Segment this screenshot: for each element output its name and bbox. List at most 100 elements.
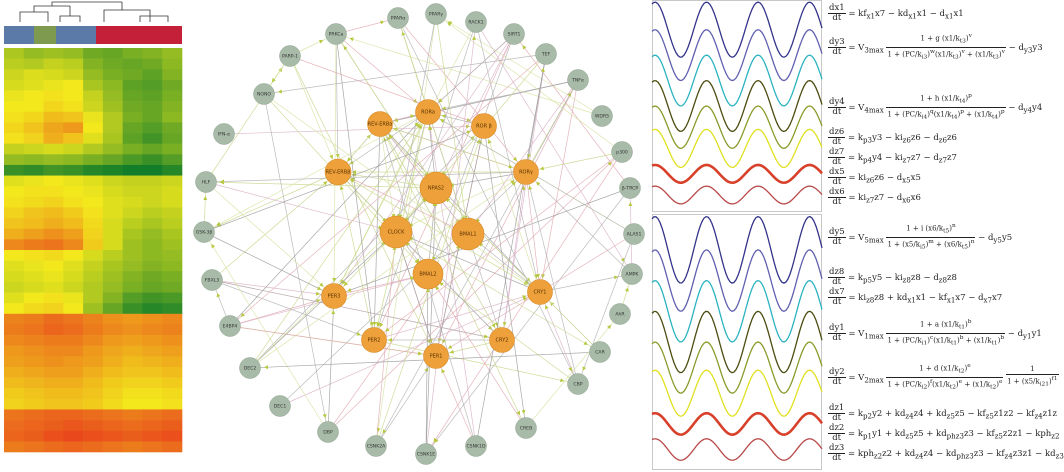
peripheral-node[interactable]: CBP bbox=[567, 373, 589, 395]
heatmap-cell bbox=[63, 58, 84, 70]
edge-arrowhead bbox=[539, 166, 545, 171]
core-node[interactable]: BMAL1 bbox=[451, 217, 485, 251]
dendrogram-branch bbox=[59, 6, 71, 22]
heatmap-cell bbox=[142, 58, 163, 70]
peripheral-node[interactable]: DBP bbox=[317, 421, 339, 443]
heatmap-cell bbox=[43, 175, 64, 187]
node-circle bbox=[489, 327, 515, 353]
heatmap-cell bbox=[63, 398, 84, 410]
core-node[interactable]: CRY1 bbox=[527, 279, 553, 305]
dendrogram-branch bbox=[103, 2, 123, 22]
peripheral-node[interactable]: p300 bbox=[611, 141, 633, 163]
peripheral-node[interactable]: HLF bbox=[195, 171, 217, 193]
peripheral-node[interactable]: PARP-1 bbox=[279, 45, 301, 67]
core-node[interactable]: PER2 bbox=[361, 327, 387, 353]
heatmap-cell bbox=[162, 164, 183, 176]
heatmap-cell bbox=[142, 324, 163, 336]
core-node[interactable]: RORa bbox=[415, 99, 441, 125]
network-edge bbox=[249, 125, 485, 369]
heatmap-cell bbox=[162, 111, 183, 123]
peripheral-node[interactable]: β-TRCP bbox=[619, 177, 641, 199]
heatmap-cell bbox=[43, 228, 64, 240]
network-edge bbox=[205, 181, 437, 189]
peripheral-node[interactable]: PPARγ bbox=[425, 3, 447, 25]
peripheral-node[interactable]: PRKCa bbox=[325, 23, 347, 45]
heatmap-cell bbox=[122, 250, 143, 261]
peripheral-node[interactable]: AhR bbox=[609, 303, 631, 325]
peripheral-node[interactable]: NONO bbox=[253, 83, 275, 105]
peripheral-node[interactable]: GSK-3β bbox=[193, 221, 215, 243]
heatmap-cell bbox=[142, 313, 163, 325]
core-node[interactable]: ROR β bbox=[471, 113, 497, 139]
heatmap-cell bbox=[83, 409, 104, 421]
peripheral-node[interactable]: DEC1 bbox=[269, 395, 291, 417]
heatmap-cell bbox=[4, 260, 25, 272]
dendrogram-branch bbox=[51, 1, 122, 6]
peripheral-node[interactable]: SIRT1 bbox=[503, 23, 525, 45]
heatmap-cell bbox=[142, 133, 163, 144]
core-node[interactable]: REV-ERBa bbox=[367, 111, 393, 137]
heatmap-cell bbox=[102, 420, 123, 432]
peripheral-node[interactable]: IFN-α bbox=[213, 123, 235, 145]
edge-arrowhead bbox=[349, 37, 354, 42]
node-label: TNFα bbox=[571, 78, 584, 84]
heatmap-cell bbox=[23, 101, 44, 113]
core-node[interactable]: NPAS2 bbox=[419, 171, 453, 205]
peripheral-node[interactable]: ALAS1 bbox=[623, 223, 645, 245]
peripheral-node[interactable]: TEF bbox=[535, 43, 557, 65]
heatmap-cell bbox=[63, 122, 84, 134]
peripheral-node[interactable]: RACK1 bbox=[465, 11, 487, 33]
node-label: BMAL1 bbox=[459, 232, 476, 238]
heatmap-cell bbox=[4, 175, 25, 187]
core-node[interactable]: CRY2 bbox=[489, 327, 515, 353]
peripheral-node[interactable]: E4BP4 bbox=[219, 315, 241, 337]
edge-arrowhead bbox=[347, 157, 352, 162]
node-circle bbox=[513, 159, 539, 185]
peripheral-node[interactable]: CSNK1D bbox=[465, 435, 487, 457]
heatmap-cell bbox=[4, 196, 25, 208]
peripheral-node[interactable]: TNFα bbox=[567, 69, 589, 91]
heatmap-cell bbox=[162, 303, 183, 315]
peripheral-node[interactable]: CREB bbox=[515, 417, 537, 439]
network-edge bbox=[395, 171, 527, 233]
peripheral-node[interactable]: WDR5 bbox=[591, 105, 613, 127]
heatmap-cell bbox=[102, 430, 123, 442]
dendrogram-branch bbox=[150, 15, 169, 22]
core-node[interactable]: CLOCK bbox=[379, 215, 413, 249]
network-edge bbox=[205, 171, 527, 183]
peripheral-node[interactable]: PPARα bbox=[387, 7, 409, 29]
peripheral-node[interactable]: AMPK bbox=[621, 263, 643, 285]
peripheral-node[interactable]: FBXL3 bbox=[201, 269, 223, 291]
node-circle bbox=[193, 221, 215, 243]
oscillation-plots bbox=[651, 0, 824, 470]
heatmap-cell bbox=[102, 79, 123, 91]
peripheral-node[interactable]: DEC2 bbox=[239, 357, 261, 379]
network-edge bbox=[211, 171, 339, 281]
core-node[interactable]: RORγ bbox=[513, 159, 539, 185]
core-node[interactable]: PER1 bbox=[423, 343, 449, 369]
core-node[interactable]: PER3 bbox=[321, 283, 347, 309]
heatmap-cell bbox=[4, 111, 25, 123]
column-group-bar bbox=[96, 26, 182, 44]
heatmap-cell bbox=[102, 388, 123, 400]
core-node[interactable]: REV-ERBβ bbox=[324, 158, 352, 186]
peripheral-node[interactable]: CSNK1E bbox=[415, 443, 437, 465]
heatmap-cell bbox=[63, 175, 84, 187]
heatmap-cell bbox=[63, 164, 84, 176]
heatmap-cell bbox=[63, 366, 84, 378]
heatmap-cell bbox=[43, 79, 64, 91]
node-label: PPARγ bbox=[429, 12, 444, 18]
heatmap-cell bbox=[43, 441, 64, 453]
core-node[interactable]: BMAL2 bbox=[412, 258, 444, 290]
peripheral-node[interactable]: CAR bbox=[589, 341, 611, 363]
node-label: REV-ERBβ bbox=[326, 170, 351, 176]
peripheral-node[interactable]: CSNK2A bbox=[365, 435, 387, 457]
heatmap-cell bbox=[43, 122, 64, 134]
node-circle bbox=[567, 373, 589, 395]
heatmap-cell bbox=[102, 122, 123, 134]
